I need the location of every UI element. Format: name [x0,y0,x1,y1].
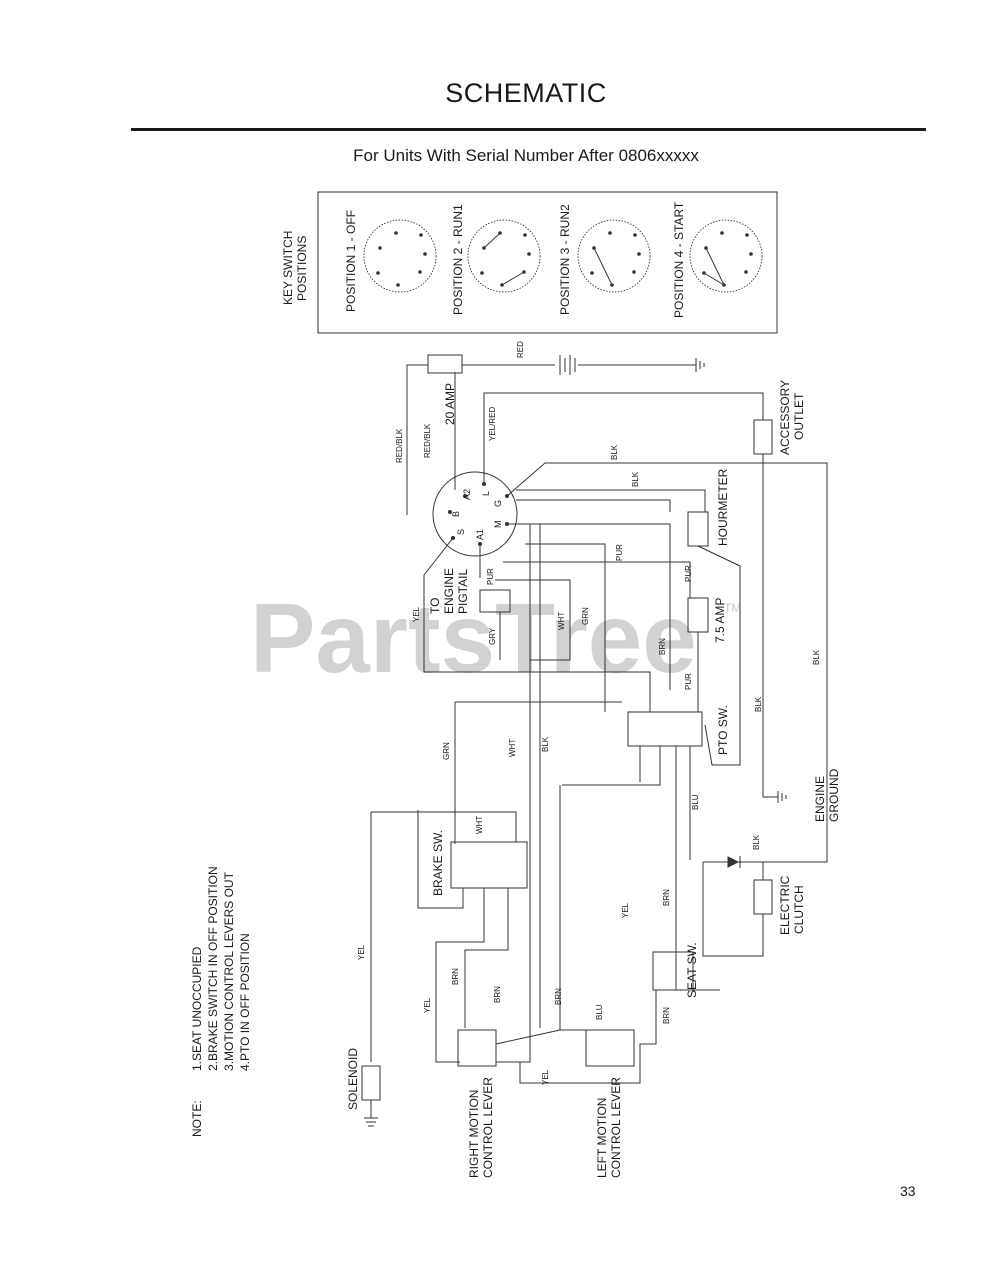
position-1-label: POSITION 1 - OFF [344,210,358,312]
wire-label-yel-red: YEL/RED [488,407,497,441]
key-switch-dial-2 [467,219,541,293]
wire-label-pur-4: PUR [684,673,693,690]
pigtail-label-3: PIGTAIL [456,569,470,614]
engine-ground-label-1: ENGINE [813,776,827,822]
wiring-harness [361,354,828,1127]
terminal-m: M [493,521,503,529]
note-item-2: 2.BRAKE SWITCH IN OFF POSITION [206,866,220,1071]
wire-label-grn-2: GRN [442,742,451,760]
left-lever-label-1: LEFT MOTION [595,1098,609,1178]
wire-label-gry: GRY [488,627,497,645]
wire-label-blu-1: BLU [691,794,700,810]
terminal-g: G [493,500,503,507]
wire-label-brn-5: BRN [554,988,563,1005]
wire-label-blk-1: BLK [610,444,619,460]
electric-clutch-label-2: CLUTCH [792,885,806,934]
note-item-3: 3.MOTION CONTROL LEVERS OUT [222,871,236,1071]
ignition-terminal-labels: S B A2 L G M A1 [451,489,503,540]
position-3-label: POSITION 3 - RUN2 [558,204,572,315]
page-subtitle: For Units With Serial Number After 0806x… [353,146,699,165]
wire-label-brn-6: BRN [662,1007,671,1024]
pto-switch-label: PTO SW. [716,705,730,755]
hourmeter-label: HOURMETER [716,468,730,546]
right-lever-label-1: RIGHT MOTION [467,1090,481,1178]
wire-label-yel-1: YEL [412,606,421,622]
key-switch-positions-box [317,191,778,334]
note-item-1: 1.SEAT UNOCCUPIED [190,946,204,1071]
fuse-20-amp-label: 20 AMP [443,383,457,425]
key-switch-dial-4 [689,219,763,293]
fuse-7-5-amp-label: 7.5 AMP [713,598,727,643]
terminal-l: L [481,491,491,496]
right-lever-label-2: CONTROL LEVER [481,1077,495,1178]
solenoid-label: SOLENOID [346,1048,360,1110]
wire-label-wht-2: WHT [508,739,517,757]
key-switch-dial-3 [577,219,651,293]
wire-label-red: RED [516,341,525,358]
watermark: PartsTree [250,583,697,693]
engine-ground-label-2: GROUND [827,768,841,822]
terminal-s: S [456,529,466,535]
terminal-a1: A1 [475,529,485,540]
key-switch-heading-1: KEY SWITCH [281,231,295,305]
electric-clutch-label-1: ELECTRIC [778,875,792,935]
page-number: 33 [900,1183,916,1199]
wire-label-brn-3: BRN [451,968,460,985]
left-lever-label-2: CONTROL LEVER [609,1077,623,1178]
pigtail-label-2: ENGINE [442,568,456,614]
wire-label-brn-1: BRN [658,638,667,655]
wire-label-red-blk-1: RED/BLK [395,428,404,463]
watermark-mark: TM [724,601,741,615]
note-item-4: 4.PTO IN OFF POSITION [238,933,252,1071]
wire-color-labels: RED RED/BLK RED/BLK YEL/RED BLK BLK PUR … [357,341,821,1085]
wire-label-blk-3: BLK [812,649,821,665]
key-switch-heading-2: POSITIONS [295,236,309,301]
wire-label-wht-3: WHT [475,816,484,834]
wire-label-blk-2: BLK [631,471,640,487]
wire-label-pur-1: PUR [615,544,624,561]
title-rule [131,128,926,131]
accessory-outlet-label-2: OUTLET [792,392,806,440]
wire-label-grn-1: GRN [581,607,590,625]
terminal-b: B [451,511,461,517]
wire-label-brn-2: BRN [662,889,671,906]
position-4-label: POSITION 4 - START [672,201,686,318]
wire-label-yel-4: YEL [423,997,432,1013]
wire-label-yel-3: YEL [357,944,366,960]
pigtail-label-1: TO [428,598,442,614]
wire-label-brn-4: BRN [493,986,502,1003]
terminal-a2: A2 [462,489,472,500]
brake-switch-label: BRAKE SW. [431,830,445,896]
wire-label-pur-3: PUR [486,568,495,585]
wire-label-blu-2: BLU [595,1004,604,1020]
wire-label-yel-2: YEL [621,902,630,918]
wire-label-wht-1: WHT [557,612,566,630]
page-title: SCHEMATIC [445,78,607,108]
position-2-label: POSITION 2 - RUN1 [451,204,465,315]
wire-label-blk-6: BLK [752,834,761,850]
ignition-switch [432,471,518,557]
note-label: NOTE: [190,1100,204,1137]
key-switch-dial-1 [363,219,437,293]
wire-label-blk-5: BLK [541,736,550,752]
seat-switch-label: SEAT SW. [685,942,699,998]
accessory-outlet-label-1: ACCESSORY [778,380,792,455]
wire-label-red-blk-2: RED/BLK [423,423,432,458]
wire-label-blk-4: BLK [754,696,763,712]
wire-label-pur-2: PUR [684,565,693,582]
wire-label-yel-5: YEL [541,1069,550,1085]
